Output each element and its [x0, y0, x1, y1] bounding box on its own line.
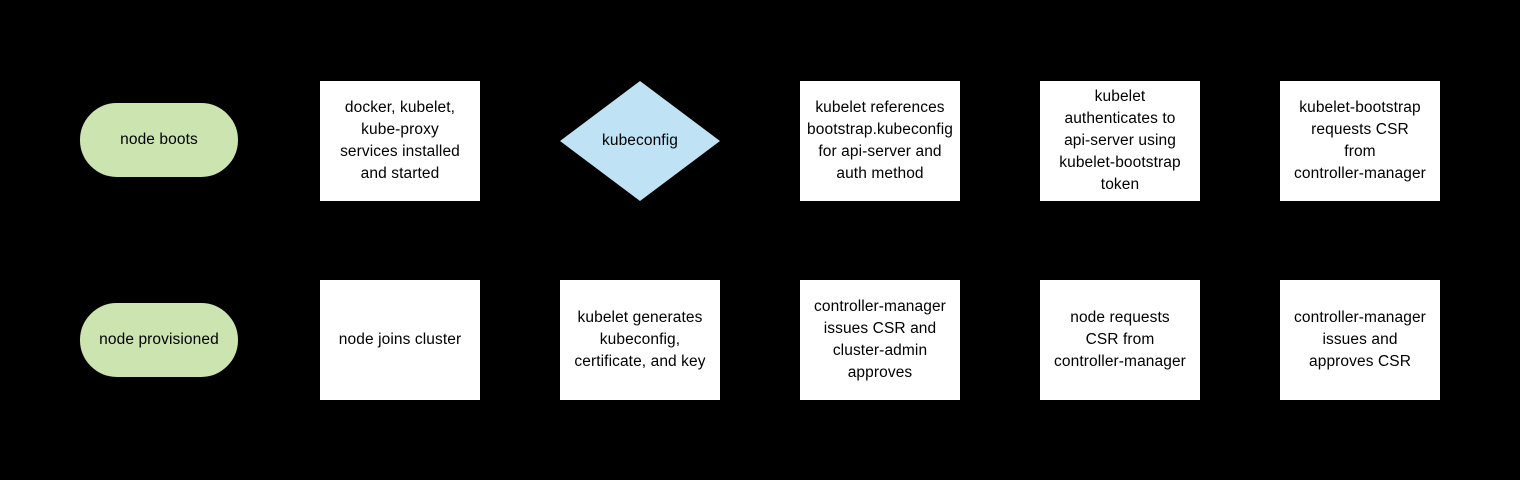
flow-node-kubelet-references-bootstrap[interactable]: kubelet references bootstrap.kubeconfig … — [800, 81, 960, 201]
flow-node-node-joins-cluster[interactable]: node joins cluster — [320, 280, 480, 400]
flow-node-kubelet-authenticates[interactable]: kubelet authenticates to api-server usin… — [1040, 81, 1200, 201]
flow-node-label-node-boots: node boots — [120, 131, 198, 148]
flow-node-label-kubelet-references-bootstrap: kubelet references bootstrap.kubeconfig … — [807, 99, 953, 182]
flow-node-label-kubeconfig: kubeconfig — [602, 132, 678, 149]
flow-node-node-requests-csr[interactable]: node requests CSR from controller-manage… — [1040, 280, 1200, 400]
flow-node-label-controller-manager-issues-approves: controller-manager issues and approves C… — [1294, 309, 1426, 370]
flow-node-label-kubelet-bootstrap-requests-csr: kubelet-bootstrap requests CSR from cont… — [1294, 99, 1426, 182]
flow-node-label-node-requests-csr: node requests CSR from controller-manage… — [1054, 309, 1186, 370]
flow-node-kubeconfig[interactable]: kubeconfig — [560, 81, 720, 201]
flow-node-services-installed[interactable]: docker, kubelet, kube-proxy services ins… — [320, 81, 480, 201]
flow-node-label-controller-manager-issues-csr: controller-manager issues CSR and cluste… — [814, 298, 946, 381]
flow-node-label-kubelet-authenticates: kubelet authenticates to api-server usin… — [1059, 88, 1181, 193]
flow-node-controller-manager-issues-csr[interactable]: controller-manager issues CSR and cluste… — [800, 280, 960, 400]
flow-node-controller-manager-issues-approves[interactable]: controller-manager issues and approves C… — [1280, 280, 1440, 400]
flow-node-label-node-provisioned: node provisioned — [99, 331, 219, 348]
flow-node-label-kubelet-generates-kubeconfig: kubelet generates kubeconfig, certificat… — [574, 309, 706, 370]
flow-node-label-node-joins-cluster: node joins cluster — [338, 331, 462, 348]
flow-node-kubelet-bootstrap-requests-csr[interactable]: kubelet-bootstrap requests CSR from cont… — [1280, 81, 1440, 201]
flow-node-node-provisioned[interactable]: node provisioned — [80, 303, 238, 377]
flow-node-label-services-installed: docker, kubelet, kube-proxy services ins… — [340, 99, 460, 182]
flow-node-kubelet-generates-kubeconfig[interactable]: kubelet generates kubeconfig, certificat… — [560, 280, 720, 400]
flow-node-node-boots[interactable]: node boots — [80, 103, 238, 177]
